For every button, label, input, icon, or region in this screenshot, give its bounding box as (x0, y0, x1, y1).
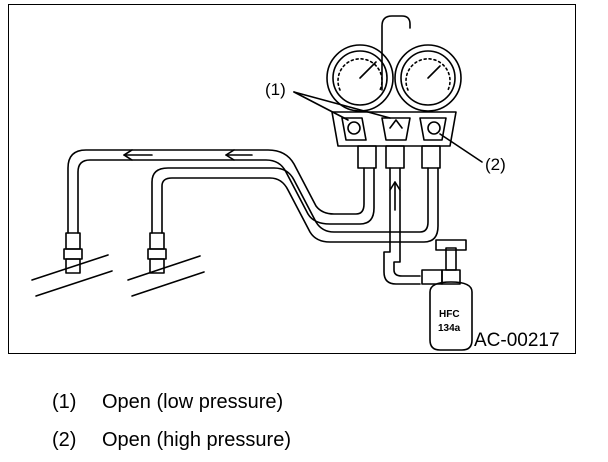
hanger-hook (381, 15, 411, 91)
callout-2-leader (439, 133, 483, 163)
refrigerant-can (421, 239, 473, 351)
callout-1-leader-a (293, 91, 349, 121)
hose-high-pressure (151, 167, 439, 243)
legend-item-text: Open (high pressure) (102, 428, 291, 451)
legend-item-text: Open (low pressure) (102, 390, 284, 413)
low-side-valve (341, 117, 367, 141)
coupler-right (147, 232, 167, 274)
service-pipe-left (31, 254, 113, 297)
hose-low-pressure (67, 149, 375, 234)
low-pressure-gauge (326, 44, 394, 112)
coupler-left (63, 232, 83, 274)
manifold-body (331, 111, 457, 147)
legend-item-number: (2) (52, 428, 77, 451)
hose-center-charging (383, 167, 421, 285)
center-valve (381, 117, 411, 141)
legend: (1) Open (low pressure) (2) Open (high p… (52, 383, 291, 459)
fitting-high (421, 145, 441, 169)
legend-item: (1) Open (low pressure) (52, 383, 291, 421)
legend-item-number: (1) (52, 390, 77, 413)
can-label-line1: HFC (439, 309, 460, 320)
callout-1-leader-b (293, 91, 391, 119)
service-pipe-right (127, 255, 205, 297)
callout-1: (1) (265, 80, 286, 99)
flow-arrow-2 (225, 149, 253, 161)
figure-code: AC-00217 (474, 330, 560, 351)
figure-frame (8, 4, 576, 354)
flow-arrow-1 (123, 149, 153, 161)
high-side-valve (419, 117, 447, 141)
legend-item: (2) Open (high pressure) (52, 421, 291, 459)
high-pressure-gauge (394, 44, 462, 112)
can-label-line2: 134a (438, 323, 461, 334)
callout-2: (2) (485, 155, 506, 174)
fitting-center (385, 145, 405, 169)
flow-arrow-3 (389, 181, 401, 211)
fitting-low (357, 145, 377, 169)
